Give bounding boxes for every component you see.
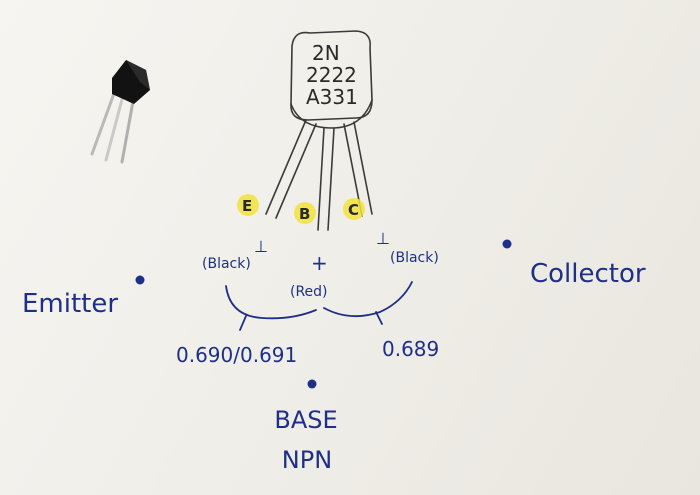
center-probe-color: (Red) bbox=[290, 284, 328, 300]
terminal-collector: Collector bbox=[502, 239, 646, 289]
transistor-type-label: NPN bbox=[282, 446, 332, 474]
right-probe-color: (Black) bbox=[390, 250, 439, 266]
pin-e-highlight bbox=[237, 194, 259, 216]
pin-labels: E B C bbox=[237, 194, 365, 224]
pin-letter-c: C bbox=[348, 201, 359, 219]
terminal-base: BASE NPN bbox=[274, 379, 338, 474]
transistor-photo bbox=[90, 60, 150, 164]
pin-c-highlight bbox=[343, 198, 365, 220]
pin-b-highlight bbox=[294, 202, 316, 224]
marking-line-1: 2N bbox=[312, 41, 340, 65]
emitter-lead bbox=[265, 119, 317, 219]
right-brace-tick bbox=[375, 311, 383, 325]
emitter-dot bbox=[135, 275, 145, 285]
probe-labels: ⊥ (Black) + (Red) ⊥ (Black) bbox=[202, 229, 439, 300]
left-brace bbox=[225, 285, 317, 320]
collector-label: Collector bbox=[530, 259, 646, 289]
center-probe-sign: + bbox=[311, 251, 328, 275]
base-emitter-reading: 0.690/0.691 bbox=[176, 343, 297, 367]
left-brace-tick bbox=[239, 315, 247, 331]
pin-letter-e: E bbox=[242, 197, 252, 215]
base-dot bbox=[307, 379, 317, 389]
base-label: BASE bbox=[274, 406, 337, 434]
left-probe-color: (Black) bbox=[202, 256, 251, 272]
transistor-package-drawing: 2N 2222 A331 bbox=[265, 30, 373, 231]
collector-dot bbox=[502, 239, 512, 249]
right-probe-sign: ⊥ bbox=[376, 229, 390, 248]
marking-line-2: 2222 bbox=[306, 63, 357, 87]
pin-letter-b: B bbox=[299, 205, 310, 223]
emitter-label: Emitter bbox=[22, 289, 118, 319]
right-brace bbox=[323, 281, 413, 318]
left-probe-sign: ⊥ bbox=[254, 237, 268, 256]
base-lead bbox=[317, 127, 335, 231]
measurement-braces bbox=[225, 281, 413, 331]
terminal-emitter: Emitter bbox=[22, 275, 145, 319]
marking-line-3: A331 bbox=[306, 85, 358, 109]
base-collector-reading: 0.689 bbox=[382, 337, 439, 361]
